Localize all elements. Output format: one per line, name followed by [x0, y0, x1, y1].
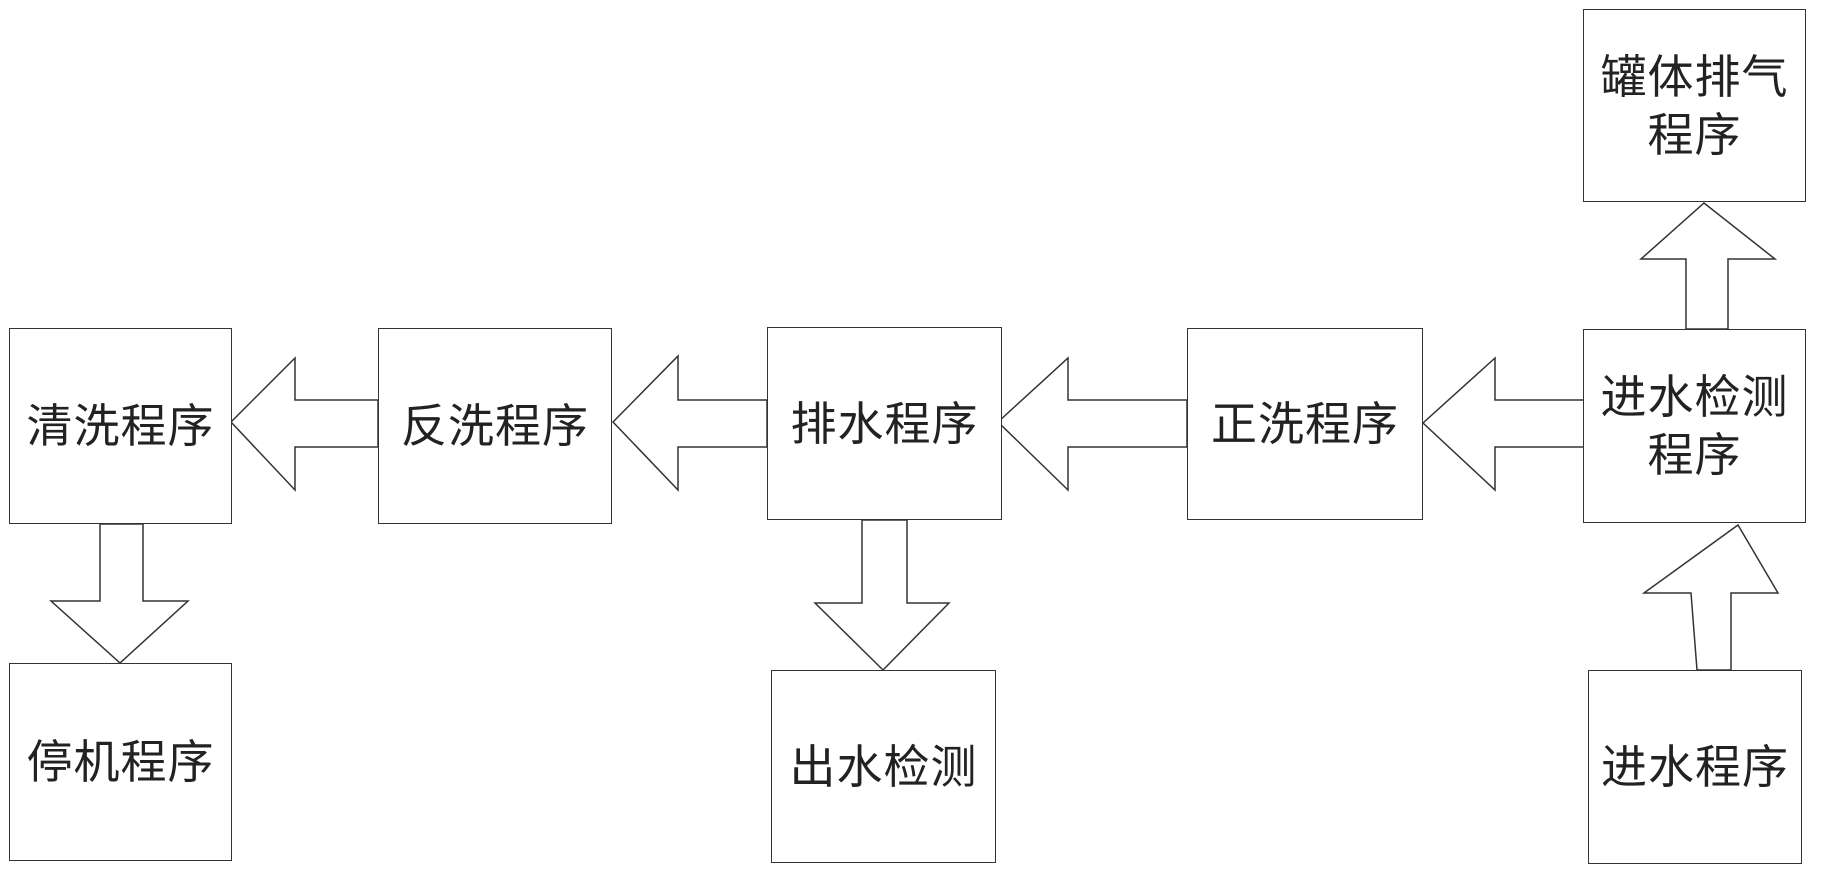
node-inlet-label: 进水程序 [1601, 740, 1789, 794]
node-inlet: 进水程序 [1588, 670, 1802, 864]
node-inlet-detect-label-1: 进水检测 [1600, 370, 1789, 424]
node-outlet-detect: 出水检测 [771, 670, 996, 863]
node-tank-exhaust-label-2: 程序 [1647, 107, 1742, 162]
node-drain: 排水程序 [767, 327, 1002, 520]
node-inlet-detect-label-2: 程序 [1647, 428, 1742, 482]
arrow-forward-wash-to-drain [996, 356, 1188, 492]
node-backwash-label: 反洗程序 [401, 399, 589, 453]
arrow-inlet-detect-to-forward-wash [1421, 356, 1585, 492]
node-shutdown-label: 停机程序 [26, 735, 215, 789]
arrow-drain-to-backwash [611, 354, 768, 492]
node-drain-label: 排水程序 [790, 396, 979, 451]
node-cleaning: 清洗程序 [9, 328, 232, 524]
arrow-cleaning-to-shutdown [49, 523, 190, 665]
arrow-inlet-to-inlet-detect [1641, 523, 1780, 671]
node-cleaning-label: 清洗程序 [26, 399, 215, 453]
node-tank-exhaust: 罐体排气 程序 [1583, 9, 1806, 202]
node-forward-wash: 正洗程序 [1187, 328, 1423, 520]
arrow-backwash-to-cleaning [229, 356, 379, 492]
arrow-inlet-detect-to-tank-exhaust [1639, 202, 1778, 330]
node-forward-wash-label: 正洗程序 [1211, 397, 1399, 451]
node-backwash: 反洗程序 [378, 328, 612, 524]
node-tank-exhaust-label-1: 罐体排气 [1600, 49, 1789, 104]
node-shutdown: 停机程序 [9, 663, 232, 861]
arrow-drain-to-outlet-detect [813, 519, 951, 672]
node-outlet-detect-label: 出水检测 [789, 739, 978, 794]
node-inlet-detect: 进水检测 程序 [1583, 329, 1806, 523]
